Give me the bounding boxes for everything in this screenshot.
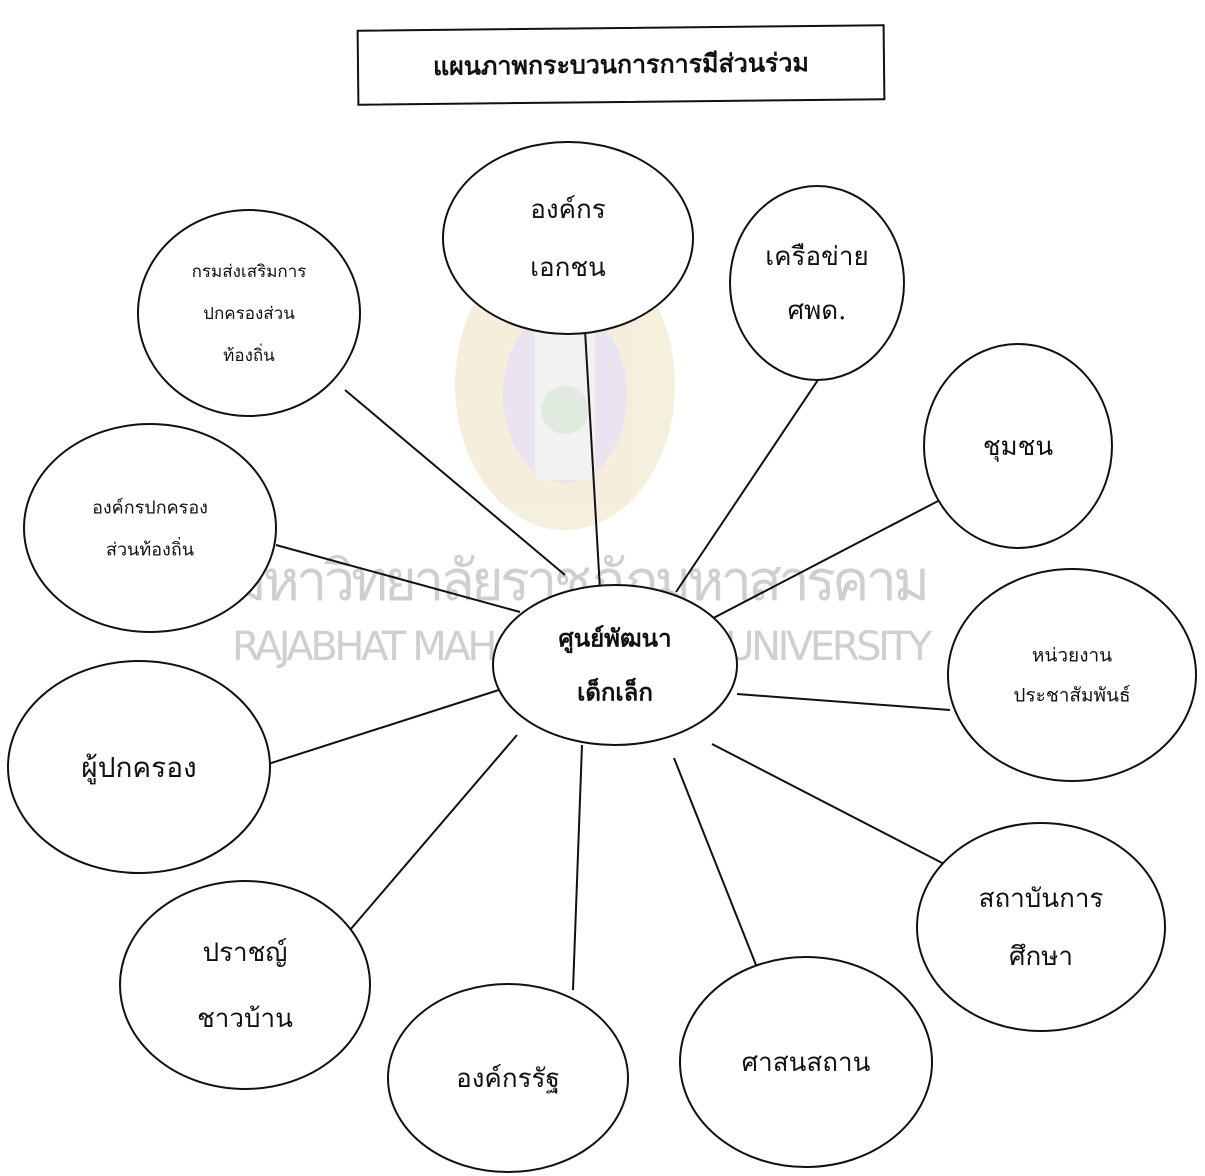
node-label-dept-local-admin: ท้องถิ่น	[223, 343, 275, 366]
node-label-dept-local-admin: กรมส่งเสริมการ	[192, 262, 307, 282]
node-parents: ผู้ปกครอง	[7, 660, 271, 874]
connector-line-state-org	[572, 744, 583, 991]
connector-line-community	[699, 499, 941, 626]
node-ellipse-state-org	[387, 983, 629, 1173]
node-ellipse-dept-local-admin	[137, 209, 361, 417]
node-state-org: องค์กรรัฐ	[387, 983, 629, 1173]
node-ellipse-local-gov-org	[23, 423, 277, 633]
node-label-education-institute: ศึกษา	[1009, 942, 1073, 972]
node-label-pr-unit: หน่วยงาน	[1032, 645, 1112, 667]
connector-line-education-institute	[711, 743, 949, 867]
node-label-state-org: องค์กรรัฐ	[456, 1064, 560, 1094]
node-label-local-gov-org: องค์กรปกครอง	[92, 497, 208, 518]
connector-line-local-wisdom	[349, 734, 518, 931]
node-label-private-org: เอกชน	[530, 253, 606, 283]
connector-line-network	[675, 364, 829, 593]
node-ellipse-private-org	[442, 141, 694, 335]
node-label-parents: ผู้ปกครอง	[81, 751, 196, 785]
node-label-community: ชุมชน	[983, 432, 1053, 462]
node-ellipse-community	[923, 343, 1113, 549]
node-ellipse-center	[492, 584, 738, 746]
node-ellipse-network	[729, 185, 905, 381]
node-ellipse-religious-place	[679, 956, 933, 1168]
node-ellipse-pr-unit	[947, 568, 1197, 782]
connector-lines	[264, 329, 951, 991]
node-ellipse-parents	[7, 660, 271, 874]
node-local-wisdom: ปราชญ์ชาวบ้าน	[119, 880, 371, 1090]
node-label-local-gov-org: ส่วนท้องถิ่น	[106, 536, 194, 560]
node-label-center: เด็กเล็ก	[577, 677, 653, 706]
node-label-dept-local-admin: ปกครองส่วน	[203, 304, 295, 324]
node-community: ชุมชน	[923, 343, 1113, 549]
connector-line-dept-local-admin	[344, 389, 566, 576]
node-label-private-org: องค์กร	[530, 195, 605, 225]
node-label-center: ศูนย์พัฒนา	[558, 623, 671, 653]
node-ellipse-local-wisdom	[119, 880, 371, 1090]
connector-line-local-gov-org	[275, 544, 521, 613]
node-label-religious-place: ศาสนสถาน	[742, 1048, 871, 1078]
connector-line-private-org	[584, 329, 601, 591]
node-label-network: ศพด.	[788, 296, 847, 326]
node-label-local-wisdom: ชาวบ้าน	[197, 1004, 293, 1034]
connector-line-religious-place	[673, 757, 759, 971]
node-label-local-wisdom: ปราชญ์	[203, 938, 288, 968]
node-label-pr-unit: ประชาสัมพันธ์	[1013, 685, 1130, 707]
connector-line-pr-unit	[736, 693, 951, 711]
node-label-education-institute: สถาบันการ	[979, 884, 1104, 914]
node-ellipses: ศูนย์พัฒนาเด็กเล็กองค์กรเอกชนเครือข่ายศพ…	[7, 141, 1197, 1173]
node-ellipse-education-institute	[916, 822, 1166, 1032]
node-religious-place: ศาสนสถาน	[679, 956, 933, 1168]
node-label-network: เครือข่าย	[765, 242, 868, 272]
connector-line-parents	[264, 687, 506, 766]
